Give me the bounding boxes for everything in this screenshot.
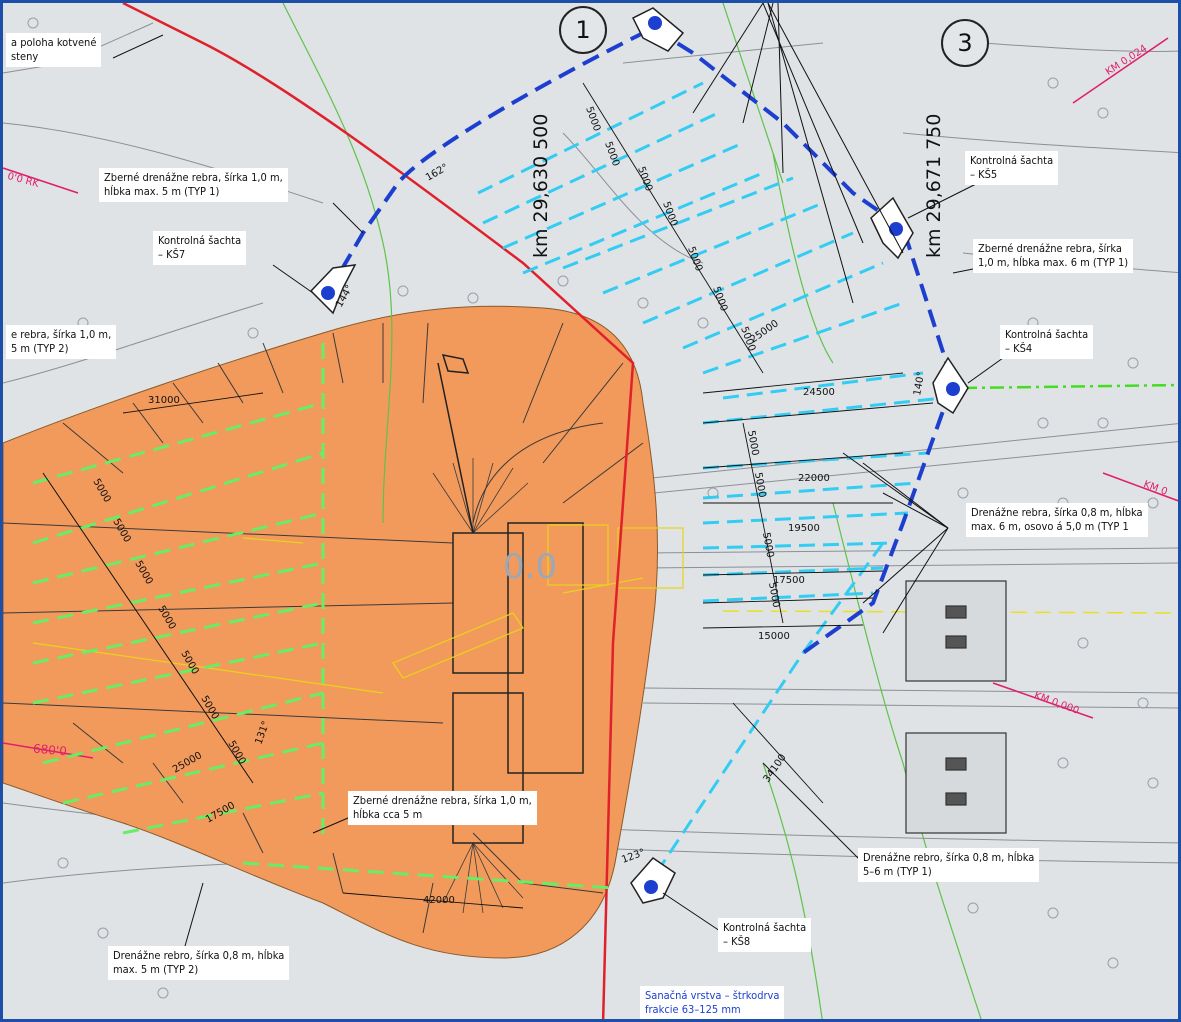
dim-22000: 22000 [798, 473, 830, 484]
green-dim-chain [42, 472, 254, 784]
dim-24500: 24500 [803, 387, 835, 398]
remediation-zone [3, 305, 659, 959]
dim-5000-2: 5000 [602, 140, 621, 168]
fan-lines [432, 458, 529, 914]
blue-collector-line [326, 25, 956, 655]
angle-123: 123° [620, 847, 646, 866]
callout-collecting-rib-6m: Zberné drenážne rebra, šírka 1,0 m, hĺbk… [973, 239, 1134, 273]
manhole-ks5 [870, 196, 914, 260]
manhole-ks8 [630, 857, 676, 904]
dim-25000-right: 25000 [748, 318, 780, 345]
callout-drainage-rib-5-6m: Drenážne rebro, šírka 0,8 m, hĺbka 5–6 m… [858, 848, 1040, 882]
callout-ks4: Kontrolná šachta – KŠ4 [1000, 325, 1094, 359]
chainage-label-2: km 29,671 750 [923, 113, 945, 258]
callout-ks7: Kontrolná šachta – KŠ7 [153, 231, 247, 265]
dimension-lines [122, 82, 934, 909]
manhole-ks7 [309, 264, 357, 315]
dim-42000: 42000 [423, 895, 455, 906]
dim-5000-5: 5000 [685, 245, 704, 273]
dim-31000: 31000 [148, 395, 180, 406]
angle-162: 162° [424, 162, 450, 184]
dim-17500: 17500 [773, 575, 805, 586]
dim-5000-r4: 5000 [766, 582, 781, 609]
green-contours [282, 3, 982, 1019]
callout-collecting-rib-5m: Zberné drenážne rebra, šírka 1,0 m, hĺbk… [348, 791, 537, 825]
foundation-blocks [905, 580, 1007, 834]
callout-remediation-layer: Sanačná vrstva – štrkodrva frakcie 63–12… [640, 986, 785, 1019]
cyan-drainage-ribs [477, 81, 944, 603]
dim-5000-6: 5000 [710, 285, 729, 313]
manhole-ks4 [932, 356, 969, 415]
leader-lines [112, 3, 1004, 954]
dim-5000-r1: 5000 [745, 430, 760, 457]
callout-collecting-rib-typ1: Zberné drenážne rebra, šírka 1,0 m, hĺbk… [99, 168, 288, 202]
callout-drainage-rib-spacing: Drenážne rebra, šírka 0,8 m, hĺbka max. … [966, 503, 1148, 537]
callout-ks8: Kontrolná šachta – KŠ8 [718, 918, 812, 952]
faded-label: 0.0 [503, 547, 557, 587]
zone-hatching [3, 322, 644, 934]
cyan-collector-diagonal [641, 542, 885, 894]
bright-green-axis [962, 383, 1178, 390]
section-marker-3: 3 [941, 19, 989, 67]
dim-15000: 15000 [758, 631, 790, 642]
callout-anchored-wall: a poloha kotvené steny [6, 33, 102, 67]
km-label-left2: 680'0 [32, 741, 68, 759]
dim-5000-r2: 5000 [752, 472, 767, 499]
dim-34100: 34100 [761, 752, 788, 784]
manhole-top [631, 7, 685, 52]
angle-140: 140° [912, 371, 927, 397]
section-marker-1: 1 [559, 6, 607, 54]
red-boundary-line [122, 3, 635, 1019]
green-drainage-ribs [32, 343, 614, 890]
callout-drainage-rib-typ2: Drenážne rebro, šírka 0,8 m, hĺbka max. … [108, 946, 290, 980]
callout-rib-typ2-left: e rebra, šírka 1,0 m, 5 m (TYP 2) [6, 325, 117, 359]
callout-ks5: Kontrolná šachta – KŠ5 [965, 151, 1059, 185]
dim-5000-r3: 5000 [760, 532, 775, 559]
building-footprint [437, 354, 584, 844]
dim-19500: 19500 [788, 523, 820, 534]
chainage-label-1: km 29,630 500 [530, 113, 552, 258]
